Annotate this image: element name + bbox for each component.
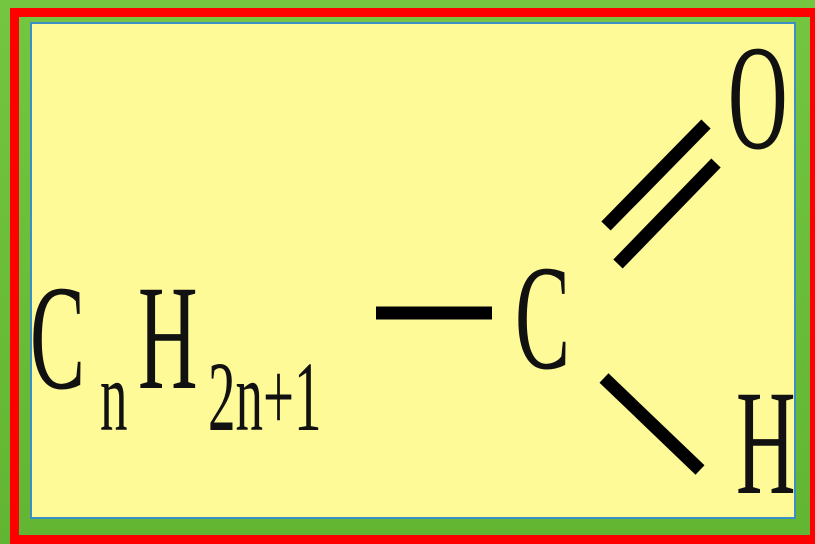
alkyl-subscript-n: n xyxy=(100,342,127,452)
aldehyde-hydrogen-symbol: H xyxy=(736,360,796,526)
red-border-frame xyxy=(10,8,815,544)
alkyl-hydrogen-symbol: H xyxy=(138,255,198,421)
carbonyl-carbon-symbol: C xyxy=(515,235,570,401)
double-bond-line-1 xyxy=(601,119,711,231)
double-bond-line-2 xyxy=(613,158,721,269)
oxygen-symbol: O xyxy=(728,15,788,181)
alkyl-carbon-symbol: C xyxy=(30,255,85,421)
alkyl-subscript-2n-plus-1: 2n+1 xyxy=(208,342,322,452)
single-bond-carbon-hydrogen xyxy=(599,373,705,475)
